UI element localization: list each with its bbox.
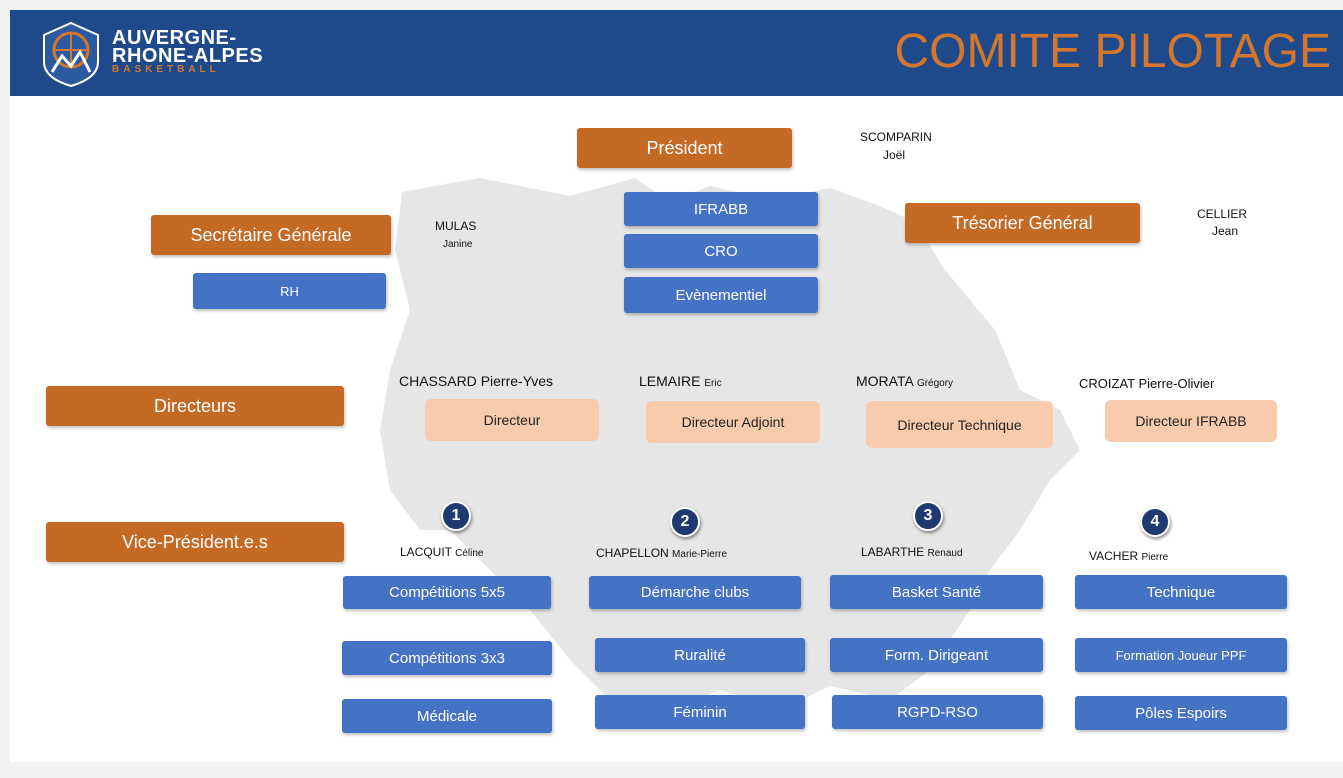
vp-name-vacher: VACHER Pierre bbox=[1089, 549, 1169, 563]
president-role-box: Président bbox=[577, 128, 792, 168]
director-title-box-ifrabb: Directeur IFRABB bbox=[1105, 400, 1277, 442]
vp2-role-feminin: Féminin bbox=[595, 695, 805, 729]
vp2-role-ruralite: Ruralité bbox=[595, 638, 805, 672]
slide: AUVERGNE- RHONE-ALPES BASKETBALL COMITE … bbox=[10, 10, 1343, 762]
treasurer-role-box: Trésorier Général bbox=[905, 203, 1140, 243]
director-name-morata: MORATA Grégory bbox=[856, 373, 954, 390]
secretary-firstname: Janine bbox=[443, 239, 473, 250]
president-surname: SCOMPARIN bbox=[860, 130, 932, 144]
service-box-evenementiel: Evènementiel bbox=[624, 277, 818, 313]
vp4-role-technique: Technique bbox=[1075, 575, 1287, 609]
page-title: COMITE PILOTAGE bbox=[894, 25, 1332, 78]
basketball-logo-icon bbox=[43, 21, 99, 88]
vp1-role-competitions-5x5: Compétitions 5x5 bbox=[343, 576, 551, 609]
logo-text-line2: RHONE-ALPES bbox=[112, 45, 264, 67]
vp3-role-form-dirigeant: Form. Dirigeant bbox=[830, 638, 1043, 672]
vp1-role-medicale: Médicale bbox=[342, 699, 552, 733]
treasurer-firstname: Jean bbox=[1212, 224, 1239, 238]
vp-number-badge-3: 3 bbox=[913, 501, 943, 531]
logo-text-line1: AUVERGNE- bbox=[112, 27, 237, 49]
secretary-role-box: Secrétaire Générale bbox=[151, 215, 391, 255]
director-name-chassard: CHASSARD Pierre-Yves bbox=[399, 373, 554, 389]
vp4-role-formation-joueur-ppf: Formation Joueur PPF bbox=[1075, 638, 1287, 672]
director-title-box-directeur: Directeur bbox=[425, 399, 599, 441]
director-name-lemaire: LEMAIRE Eric bbox=[639, 373, 722, 390]
secretary-surname: MULAS bbox=[435, 219, 477, 233]
director-title-box-technique: Directeur Technique bbox=[866, 401, 1053, 448]
vice-presidents-label-box: Vice-Président.e.s bbox=[46, 522, 344, 562]
directors-label-box: Directeurs bbox=[46, 386, 344, 426]
vp-name-lacquit: LACQUIT Céline bbox=[400, 545, 484, 559]
vp-number-badge-2: 2 bbox=[670, 507, 700, 537]
service-box-ifrabb: IFRABB bbox=[624, 192, 818, 226]
director-name-croizat: CROIZAT Pierre-Olivier bbox=[1079, 376, 1215, 391]
header-bar: AUVERGNE- RHONE-ALPES BASKETBALL COMITE … bbox=[10, 10, 1343, 96]
president-firstname: Joël bbox=[883, 148, 906, 162]
service-box-rh: RH bbox=[193, 273, 386, 309]
vp2-role-demarche-clubs: Démarche clubs bbox=[589, 576, 801, 609]
service-box-cro: CRO bbox=[624, 234, 818, 268]
vp-number-badge-1: 1 bbox=[441, 501, 471, 531]
logo-text-line3: BASKETBALL bbox=[112, 64, 220, 75]
vp-name-labarthe: LABARTHE Renaud bbox=[861, 545, 963, 559]
director-title-box-adjoint: Directeur Adjoint bbox=[646, 401, 820, 443]
vp1-role-competitions-3x3: Compétitions 3x3 bbox=[342, 641, 552, 675]
vp3-role-basket-sante: Basket Santé bbox=[830, 575, 1043, 609]
treasurer-surname: CELLIER bbox=[1197, 207, 1248, 221]
vp4-role-poles-espoirs: Pôles Espoirs bbox=[1075, 696, 1287, 730]
vp3-role-rgpd-rso: RGPD-RSO bbox=[832, 695, 1043, 729]
vp-number-badge-4: 4 bbox=[1140, 507, 1170, 537]
vp-name-chapellon: CHAPELLON Marie-Pierre bbox=[596, 546, 728, 560]
